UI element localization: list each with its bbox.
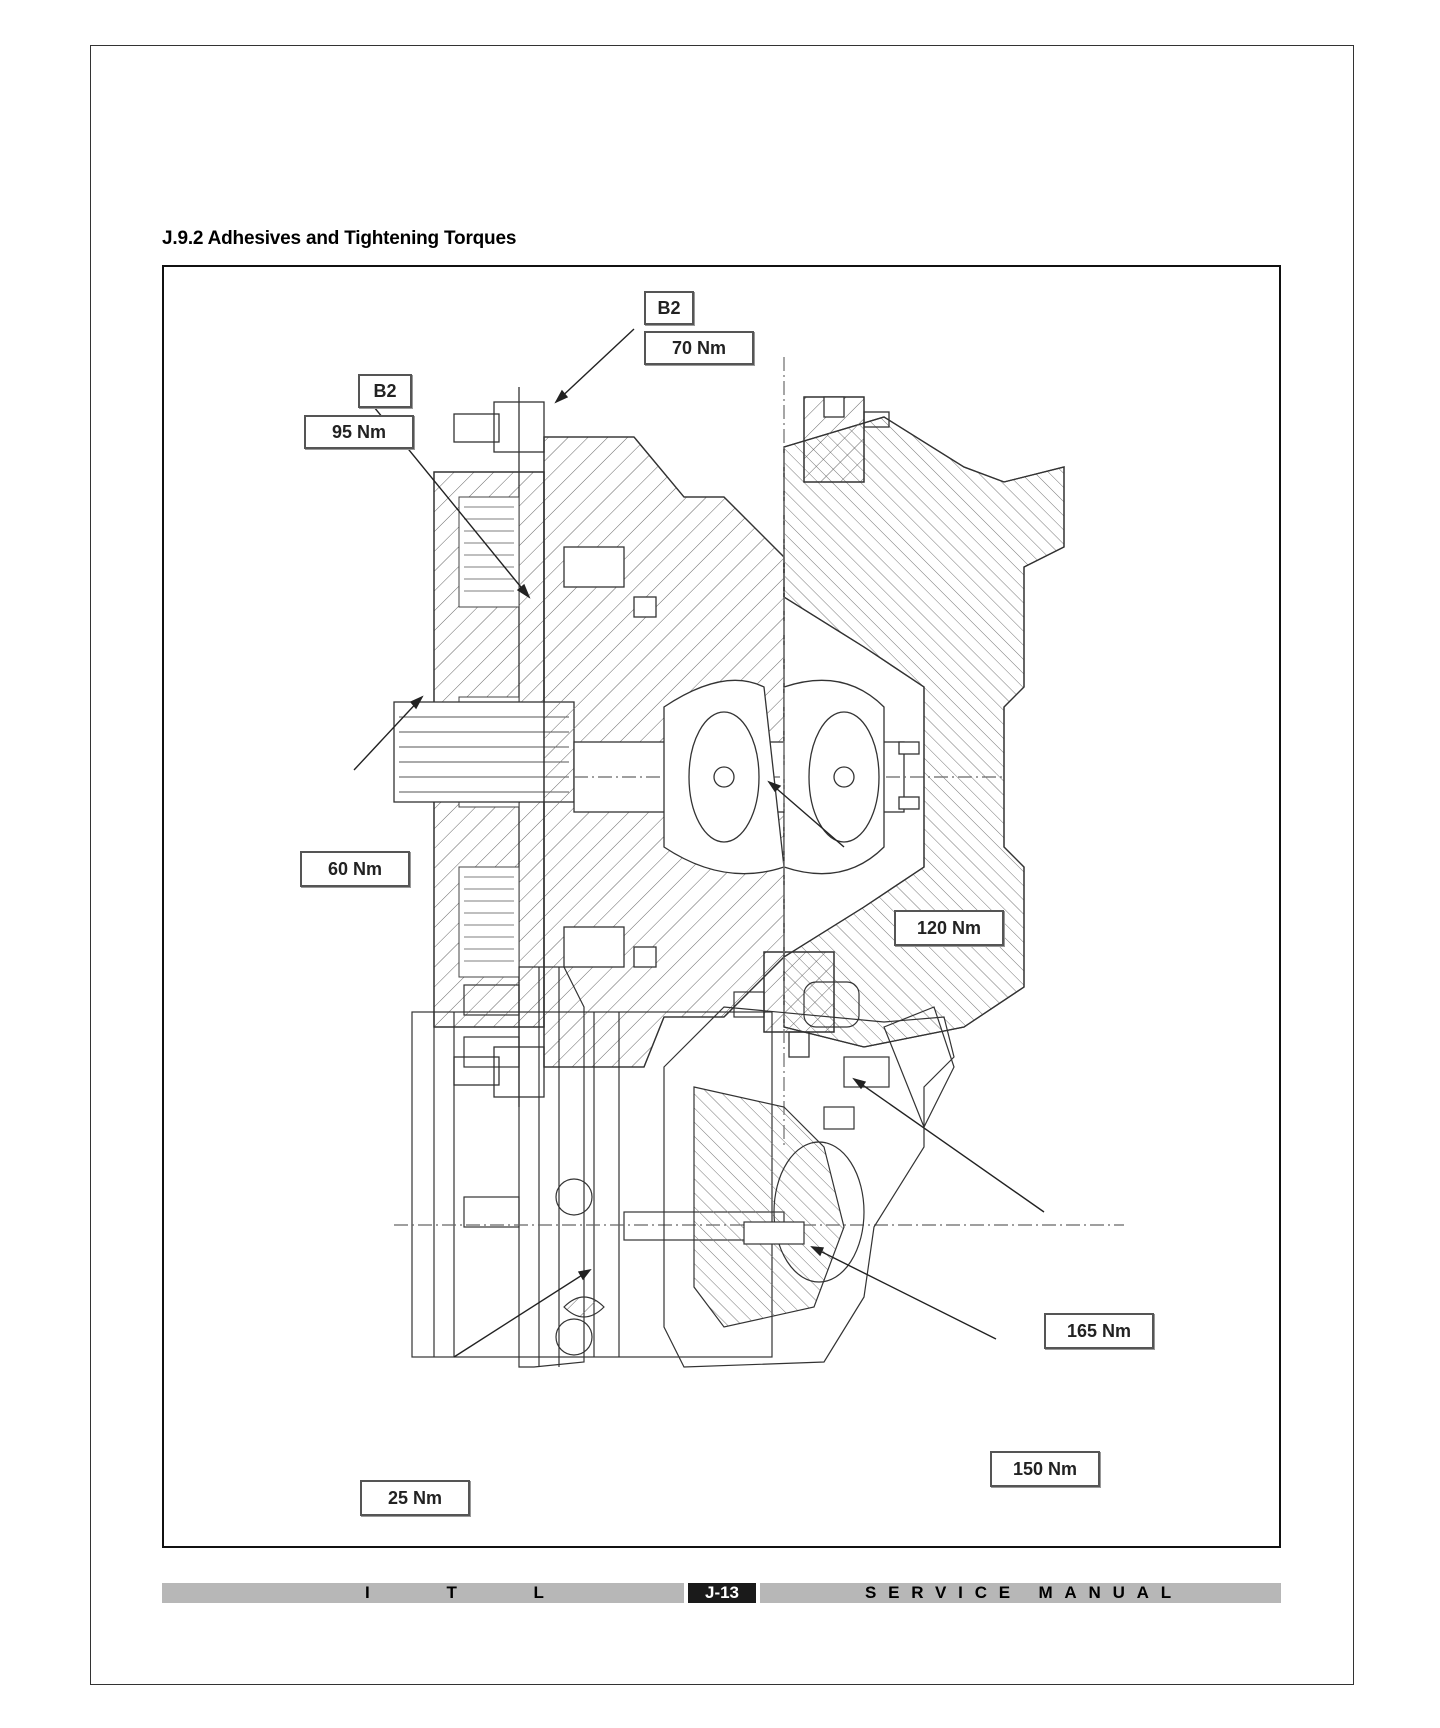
section-title: J.9.2 Adhesives and Tightening Torques <box>162 228 516 250</box>
callout-torque-120: 120 Nm <box>894 910 1004 946</box>
callout-torque-25: 25 Nm <box>360 1480 470 1516</box>
figure-box: B2 70 Nm B2 95 Nm 60 Nm 120 Nm 165 Nm 15… <box>162 265 1281 1548</box>
top-cross-section-drawing <box>394 357 1064 1147</box>
footer-right-text: SERVICE MANUAL <box>865 1584 1183 1602</box>
callout-torque-60: 60 Nm <box>300 851 410 887</box>
footer-left-text: I T L <box>365 1584 580 1602</box>
callout-torque-150: 150 Nm <box>990 1451 1100 1487</box>
callout-torque-165: 165 Nm <box>1044 1313 1154 1349</box>
callout-torque-95: 95 Nm <box>304 415 414 449</box>
callout-b2-upper: B2 <box>644 291 694 325</box>
technical-drawing <box>164 267 1279 1546</box>
page-number-badge: J-13 <box>688 1583 756 1603</box>
callout-torque-70: 70 Nm <box>644 331 754 365</box>
callout-b2-left: B2 <box>358 374 412 408</box>
